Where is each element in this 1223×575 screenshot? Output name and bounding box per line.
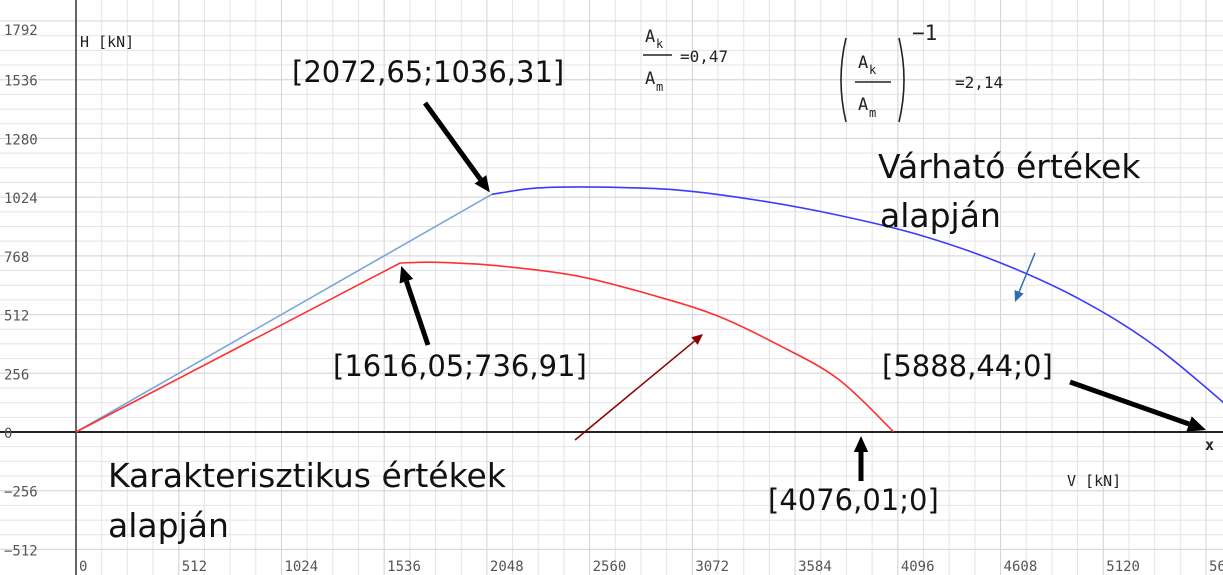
y-axis-label: H [kN]: [80, 33, 134, 51]
y-tick-label: 0: [4, 426, 12, 442]
y-tick-label: 1792: [4, 23, 38, 39]
arrow-lower-break-shaft: [404, 280, 431, 346]
x-tick-label: 3584: [798, 559, 832, 575]
annotation-upper-zero: [5888,44;0]: [882, 349, 1053, 383]
arrow-upper-break-shaft: [422, 101, 483, 181]
series-curve-1: [400, 261, 895, 433]
x-tick-label: 5120: [1106, 559, 1140, 575]
formula-den-sub: m: [656, 80, 663, 94]
formula2-num-sub: k: [869, 63, 877, 77]
series: [75, 186, 1223, 433]
arrow-lower-zero-head: [853, 436, 869, 452]
formula-num: A: [645, 27, 655, 47]
ratio-formula: A k A m =0,47: [643, 27, 728, 94]
pointer-lower-curve-head: [691, 334, 703, 345]
y-tick-label: 512: [4, 309, 29, 325]
y-tick-label: 1024: [4, 191, 38, 207]
formula-value-2: =2,14: [955, 73, 1003, 92]
x-tick-label: 512: [182, 559, 207, 575]
x-tick-label: 4096: [901, 559, 935, 575]
series-curve-0: [491, 186, 1223, 404]
series-line-0: [75, 193, 493, 433]
series-label-upper-line2: alapján: [880, 196, 1001, 235]
annotation-lower-zero: [4076,01;0]: [768, 483, 939, 517]
series-line-1: [75, 262, 401, 433]
formula-value-1: =0,47: [680, 47, 728, 66]
y-tick-label: −256: [4, 485, 38, 501]
arrow-upper-zero-shaft: [1069, 379, 1190, 427]
annotation-lower-break: [1616,05;736,91]: [333, 349, 587, 383]
x-tick-label: 2048: [490, 559, 524, 575]
x-axis-end-label: x: [1205, 436, 1214, 454]
formula2-den: A: [858, 95, 868, 115]
x-tick-label: 3072: [695, 559, 729, 575]
x-tick-label: 5632: [1209, 559, 1223, 575]
pointer-lower-curve-shaft: [574, 340, 696, 441]
annotation-upper-break: [2072,65;1036,31]: [292, 55, 564, 89]
series-label-upper-line1: Várható értékek: [878, 147, 1141, 186]
x-axis-label: V [kN]: [1067, 472, 1121, 490]
series-label-lower-line2: alapján: [108, 506, 229, 545]
pointer-upper-curve-head: [1014, 289, 1024, 302]
formula-den: A: [645, 69, 655, 89]
x-tick-label: 1536: [387, 559, 421, 575]
formula2-num: A: [858, 53, 868, 73]
x-tick-label: 4608: [1004, 559, 1038, 575]
y-tick-label: 768: [4, 250, 29, 266]
arrow-lower-break-head: [399, 265, 414, 284]
y-tick-label: 1280: [4, 132, 38, 148]
annotation-arrows: [399, 101, 1206, 481]
y-tick-label: −512: [4, 543, 38, 559]
pointer-upper-curve-shaft: [1018, 252, 1036, 293]
x-tick-label: 2560: [593, 559, 627, 575]
y-tick-label: 1536: [4, 74, 38, 90]
x-tick-label: 0: [79, 559, 87, 575]
x-tick-label: 1024: [284, 559, 318, 575]
formula2-exponent: −1: [912, 21, 937, 45]
formula-num-sub: k: [656, 37, 664, 51]
arrow-upper-break-head: [474, 175, 490, 193]
inverse-ratio-formula: A k A m −1 =2,14: [840, 21, 1003, 123]
series-label-lower-line1: Karakterisztikus értékek: [108, 456, 507, 495]
arrow-upper-zero-head: [1186, 416, 1206, 432]
y-tick-label: 256: [4, 367, 29, 383]
formula2-den-sub: m: [869, 106, 876, 120]
